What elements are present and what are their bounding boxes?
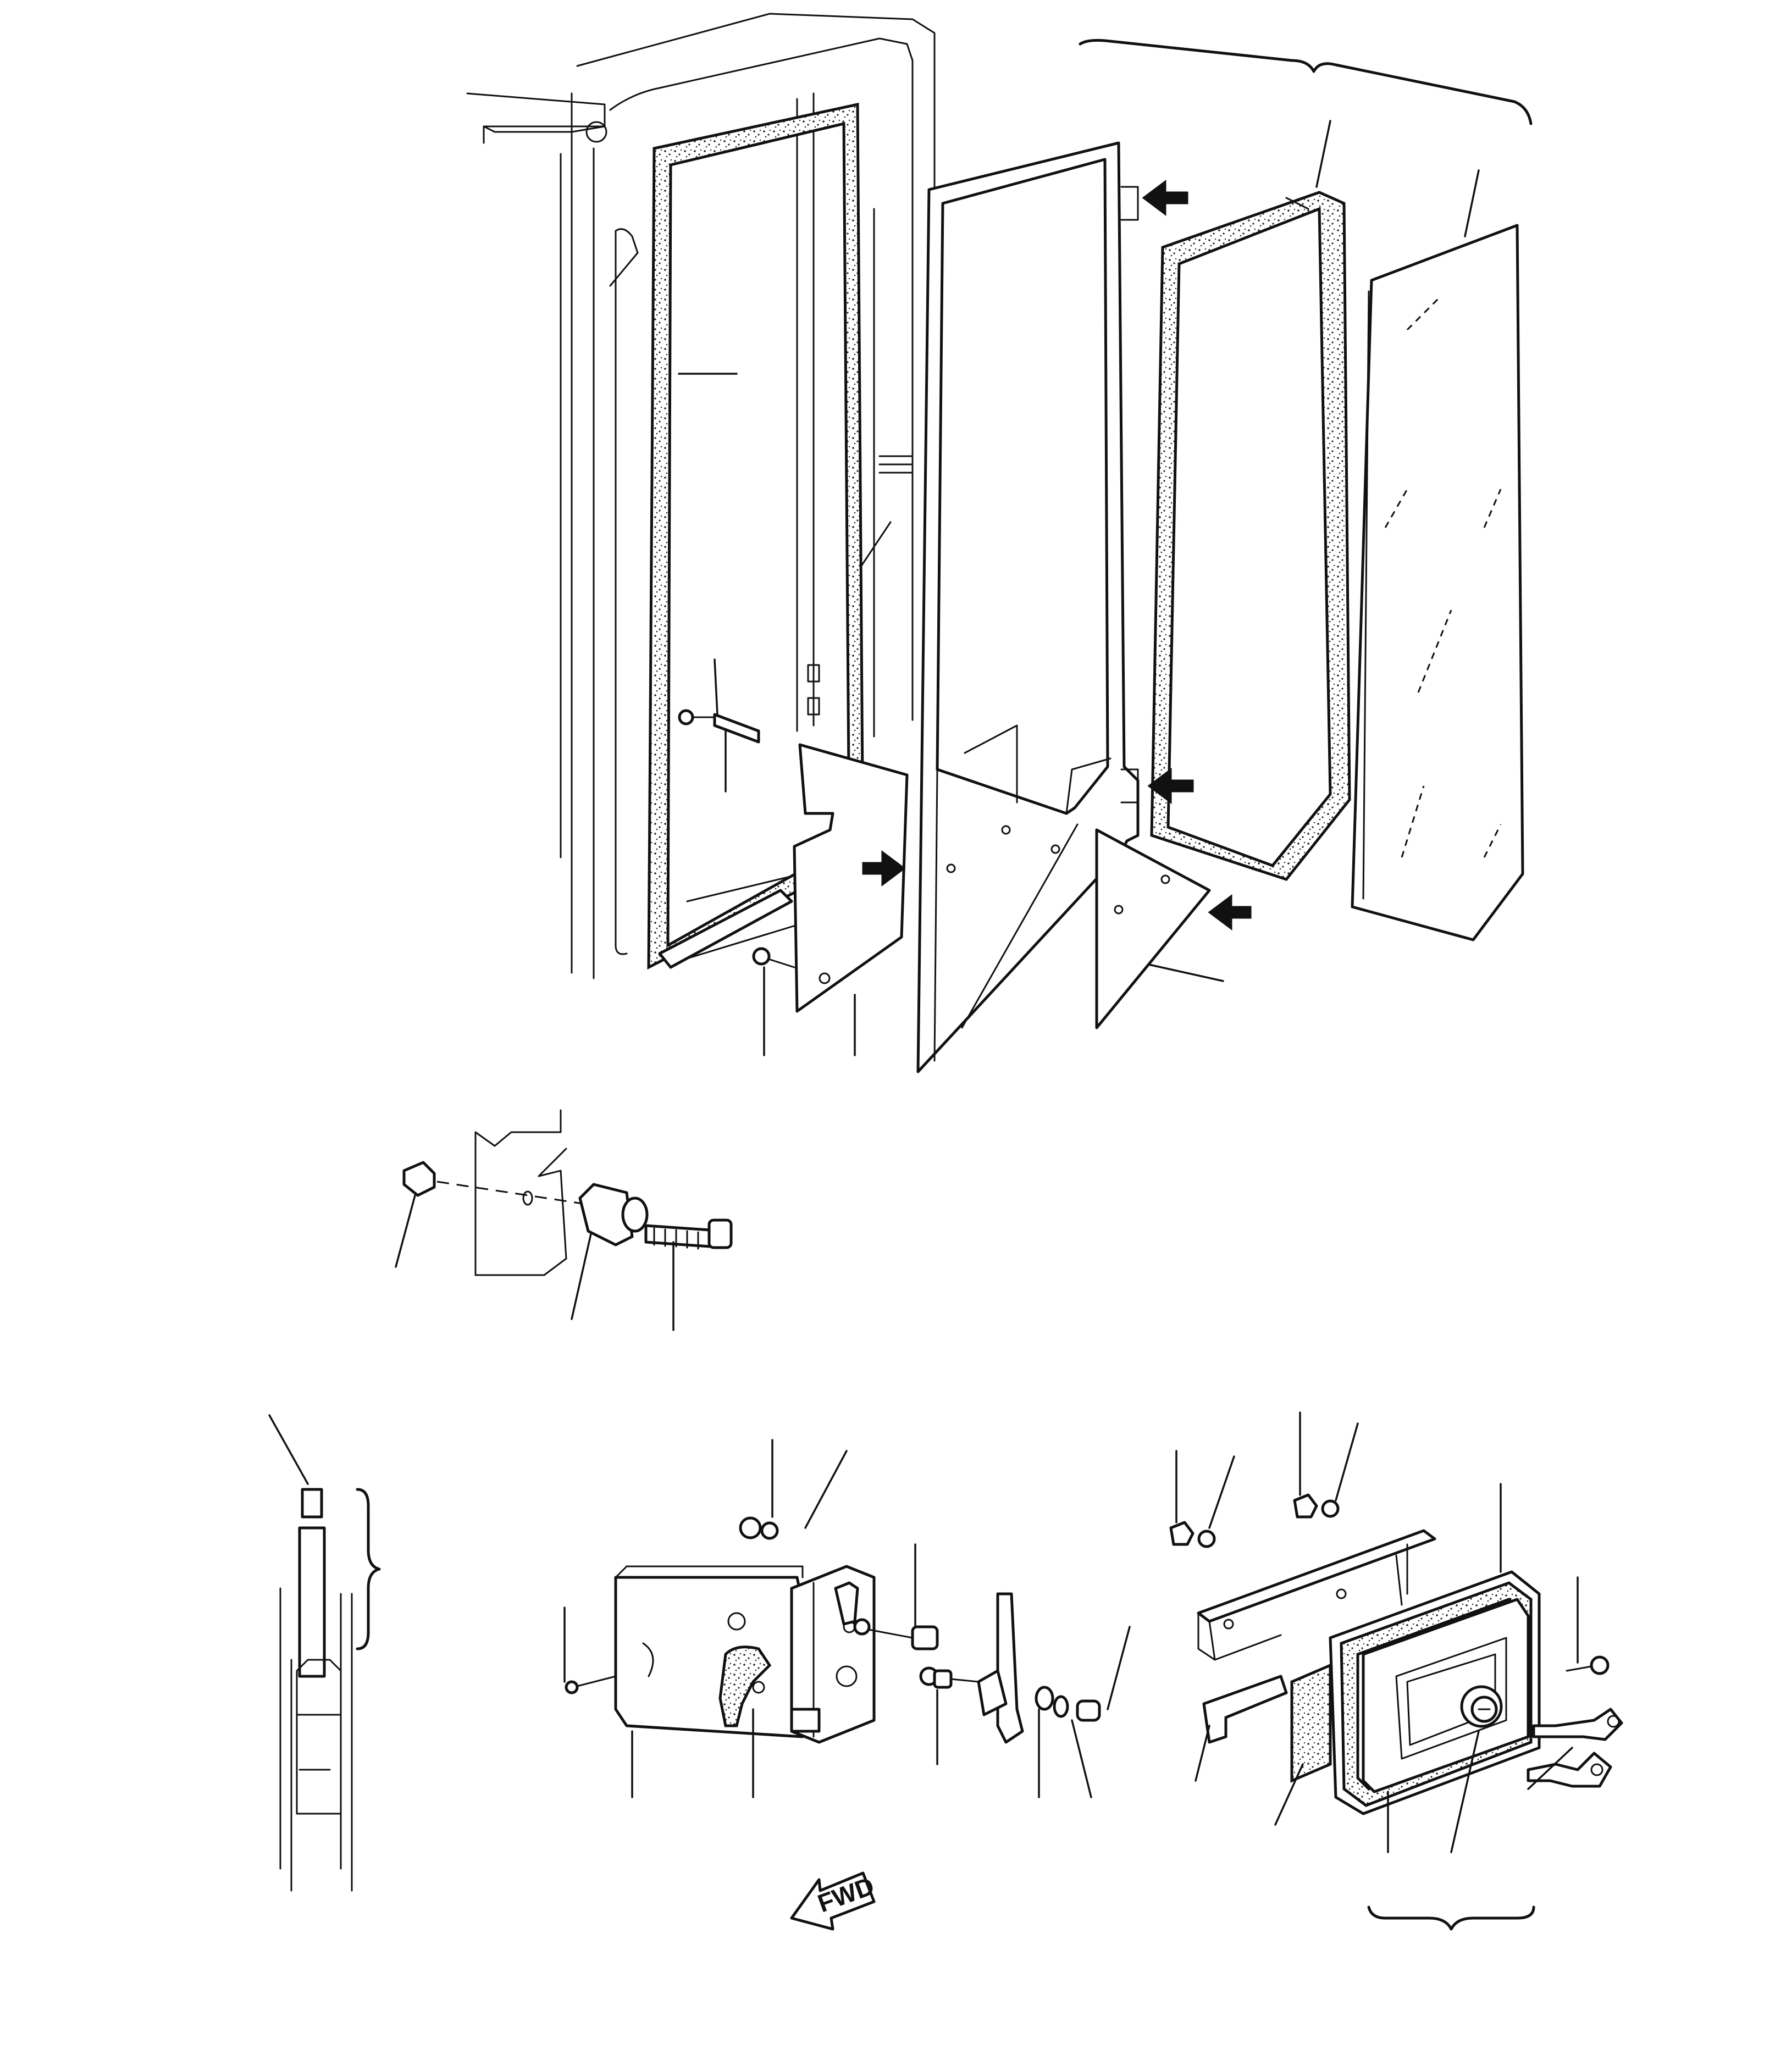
mounting-bolt	[752, 947, 795, 968]
leader-lines	[268, 120, 1579, 1853]
door-handle-assembly	[1169, 1493, 1623, 1931]
striker-plate	[919, 1592, 1101, 1744]
bumper-assembly	[402, 1109, 733, 1276]
glass-seal-right	[1150, 191, 1351, 881]
arrow-triangle	[1208, 894, 1252, 930]
forward-arrow: FWD	[790, 1871, 878, 1931]
bracket-bracket-top	[1285, 197, 1309, 210]
door-frame	[916, 141, 1140, 1073]
door-latch-assembly	[565, 1516, 939, 1744]
screw-with-bracket	[678, 709, 760, 744]
arrow-upper-hinge	[1142, 180, 1188, 216]
door-lower-panel	[793, 743, 909, 1013]
triangular-panel	[1095, 828, 1211, 1029]
group-brace-top	[1079, 38, 1533, 125]
arrow-lower-hinge	[1147, 768, 1194, 804]
glass-pane	[1351, 224, 1524, 941]
hinge-pin-assembly	[279, 1488, 381, 1892]
door-bottom-strip	[658, 889, 793, 969]
cab-body	[466, 13, 936, 979]
arrow-frame-left	[862, 850, 906, 887]
